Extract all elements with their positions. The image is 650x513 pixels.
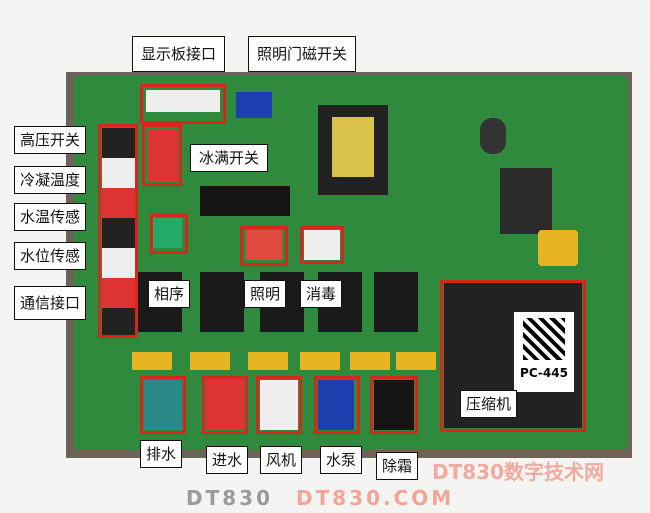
connector-white [304, 230, 340, 260]
capacitor [190, 352, 230, 370]
relay [374, 272, 418, 332]
capacitor [300, 352, 340, 370]
label-comm-port: 通信接口 [14, 286, 87, 320]
connector-left [102, 128, 136, 336]
highlight-box [314, 376, 360, 434]
connector-red [206, 380, 244, 430]
highlight-box [98, 124, 138, 338]
label-phase-sequence: 相序 [148, 280, 191, 308]
connector-white [146, 90, 220, 112]
label-ice-full-switch: 冰满开关 [190, 144, 269, 172]
label-water-in: 进水 [206, 446, 249, 474]
label-disinfection: 消毒 [300, 280, 343, 308]
highlight-box [140, 84, 226, 124]
connector-blue [318, 380, 354, 430]
highlight-box [240, 226, 288, 266]
label-defrost: 除霜 [376, 452, 419, 480]
ic-chip [200, 186, 290, 216]
label-light-door-switch: 照明门磁开关 [248, 36, 357, 72]
capacitor [396, 352, 436, 370]
connector-green [152, 218, 182, 248]
capacitor [350, 352, 390, 370]
watermark-name: DT830数字技术网 [432, 460, 604, 484]
label-water-temp-sensor: 水温传感 [14, 203, 87, 231]
capacitor [480, 118, 506, 154]
watermark-logo: DT830 [186, 486, 273, 510]
relay [200, 272, 244, 332]
transformer-core [332, 117, 374, 177]
qr-code [523, 318, 565, 360]
connector-white [260, 380, 298, 430]
highlight-box [150, 214, 188, 254]
label-drain: 排水 [140, 440, 183, 468]
label-lighting: 照明 [244, 280, 287, 308]
capacitor [248, 352, 288, 370]
label-display-port: 显示板接口 [132, 36, 226, 72]
compressor-relay: PC-445 [444, 282, 582, 428]
watermark-site: DT830.COM [296, 486, 455, 510]
highlight-box [440, 280, 586, 432]
label-condensing-temp: 冷凝温度 [14, 166, 87, 194]
connector-teal [144, 380, 182, 430]
capacitor [132, 352, 172, 370]
inductor [500, 168, 552, 234]
connector-red [148, 130, 178, 182]
capacitor-yellow [538, 230, 578, 266]
highlight-box [140, 376, 186, 434]
highlight-box [142, 124, 182, 186]
connector-red [246, 230, 282, 260]
label-high-pressure-switch: 高压开关 [14, 126, 87, 154]
label-fan: 风机 [260, 446, 303, 474]
connector-blue [236, 92, 272, 118]
highlight-box [370, 376, 418, 434]
highlight-box [256, 376, 302, 434]
highlight-box [300, 226, 344, 264]
model-text: PC-445 [520, 366, 568, 380]
label-compressor: 压缩机 [460, 390, 518, 418]
highlight-box [202, 376, 248, 434]
label-water-pump: 水泵 [320, 446, 363, 474]
qr-sticker: PC-445 [514, 312, 574, 392]
transformer [318, 105, 388, 195]
label-water-level-sensor: 水位传感 [14, 242, 87, 270]
connector-black [374, 380, 414, 430]
